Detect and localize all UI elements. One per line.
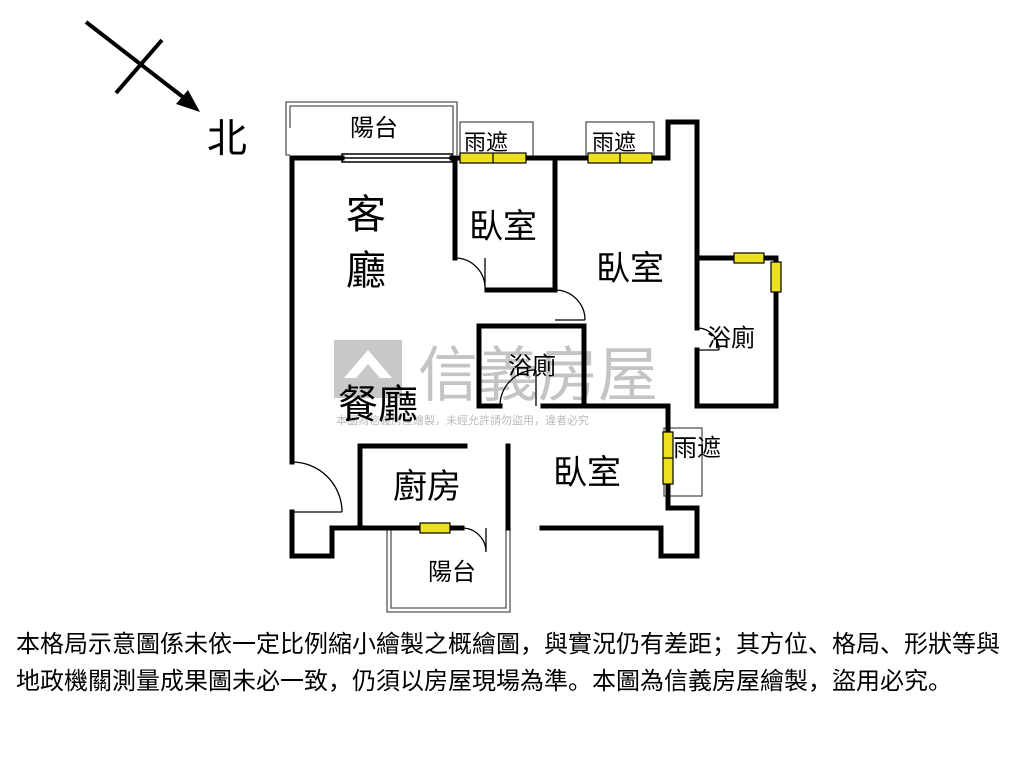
bedroom-2-label: 臥室 [596,249,664,289]
north-label: 北 [207,116,247,162]
compass-cross-line [114,38,164,95]
living-room-label-1: 客 [346,192,386,238]
bedroom-1-door [454,257,486,290]
top-balcony-outline [285,101,458,156]
window-bath-2-side [770,261,782,293]
walls [289,119,779,559]
window-bath-2-top [733,252,765,264]
top-balcony-inner-outline [289,105,454,155]
watermark: 信義房屋 本圖為信義房屋繪製，未經允許請勿盜用，違者必究 [334,340,658,427]
awning-1-label: 雨遮 [464,131,508,156]
bedroom-3-east-wall [539,403,700,559]
awning-2-label: 雨遮 [592,131,636,156]
windows [419,152,782,534]
kitchen-door [461,527,487,553]
bottom-balcony-outline [386,528,511,613]
floor-plan: 北 信義房屋 本圖為信義房屋繪製，未經允許請勿盜用，違者必究 [84,20,782,613]
window-kitchen [419,522,451,534]
bath-1-door [499,369,537,407]
compass-arrowhead [176,90,200,112]
dining-room-label: 餐廳 [338,382,418,428]
living-room-label-2: 廳 [346,248,386,294]
balcony-bottom-label: 陽台 [428,558,476,586]
south-wall-west [289,509,423,559]
compass-arrow-line [84,20,194,106]
watermark-logo-house-icon [344,350,392,378]
bottom-balcony-inner-outline [390,530,507,609]
bedroom-1-label: 臥室 [469,207,537,247]
awning-3-label-1: 雨遮 [673,434,721,462]
watermark-notice: 本圖為信義房屋繪製，未經允許請勿盜用，違者必究 [336,413,589,427]
north-wall-east [649,119,779,409]
bath-1-walls [476,323,587,409]
west-wall [289,155,345,465]
balcony-top-label: 陽台 [350,114,398,142]
entrance-door [291,461,343,513]
bath-1-label: 浴廁 [508,352,556,380]
watermark-brand: 信義房屋 [418,341,658,411]
bedroom-3-label: 臥室 [553,453,621,493]
bath-2-label: 浴廁 [707,324,755,352]
doors [291,257,720,553]
kitchen-label: 廚房 [393,467,461,507]
balcony-sliding-door [341,153,453,163]
watermark-logo [334,340,402,398]
bedroom-2-door [554,289,586,321]
compass: 北 [84,20,247,162]
disclaimer-text: 本格局示意圖係未依一定比例縮小繪製之概繪圖，與實況仍有差距；其方位、格局、形狀等… [16,630,1000,695]
room-labels: 陽台 雨遮 雨遮 客 廳 臥室 臥室 浴廁 浴廁 餐廳 廚房 臥室 雨遮 陽台 [338,114,755,586]
bath-2-door [696,327,720,351]
